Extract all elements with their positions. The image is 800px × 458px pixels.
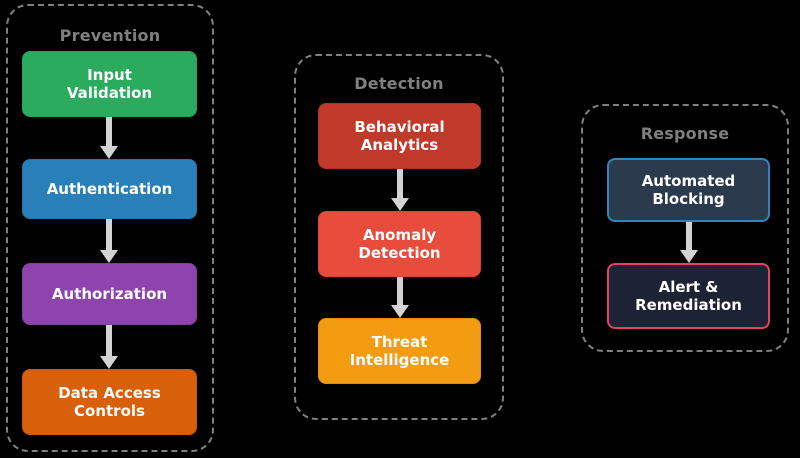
node-input-validation[interactable]: Input Validation bbox=[22, 51, 197, 117]
arrow-anomaly-detection-to-threat-intelligence bbox=[391, 277, 409, 318]
arrow-shaft bbox=[106, 219, 112, 250]
arrow-shaft bbox=[106, 325, 112, 356]
arrow-shaft bbox=[397, 277, 403, 305]
arrow-head-icon bbox=[100, 356, 118, 369]
node-authorization[interactable]: Authorization bbox=[22, 263, 197, 325]
arrow-shaft bbox=[106, 117, 112, 146]
arrow-authentication-to-authorization bbox=[100, 219, 118, 263]
node-automated-blocking[interactable]: Automated Blocking bbox=[607, 158, 770, 222]
group-label-response: Response bbox=[640, 124, 730, 143]
arrow-head-icon bbox=[391, 305, 409, 318]
node-threat-intelligence[interactable]: Threat Intelligence bbox=[318, 318, 481, 384]
arrow-head-icon bbox=[680, 250, 698, 263]
node-authentication[interactable]: Authentication bbox=[22, 159, 197, 219]
node-data-access-controls[interactable]: Data Access Controls bbox=[22, 369, 197, 435]
node-alert-remediation[interactable]: Alert & Remediation bbox=[607, 263, 770, 329]
arrow-authorization-to-data-access-controls bbox=[100, 325, 118, 369]
arrow-head-icon bbox=[100, 146, 118, 159]
arrow-shaft bbox=[397, 169, 403, 198]
arrow-behavioral-analytics-to-anomaly-detection bbox=[391, 169, 409, 211]
node-anomaly-detection[interactable]: Anomaly Detection bbox=[318, 211, 481, 277]
arrow-head-icon bbox=[100, 250, 118, 263]
arrow-head-icon bbox=[391, 198, 409, 211]
arrow-shaft bbox=[686, 222, 692, 250]
group-label-detection: Detection bbox=[354, 74, 444, 93]
group-label-prevention: Prevention bbox=[59, 26, 161, 45]
arrow-input-validation-to-authentication bbox=[100, 117, 118, 159]
arrow-automated-blocking-to-alert-remediation bbox=[680, 222, 698, 263]
node-behavioral-analytics[interactable]: Behavioral Analytics bbox=[318, 103, 481, 169]
